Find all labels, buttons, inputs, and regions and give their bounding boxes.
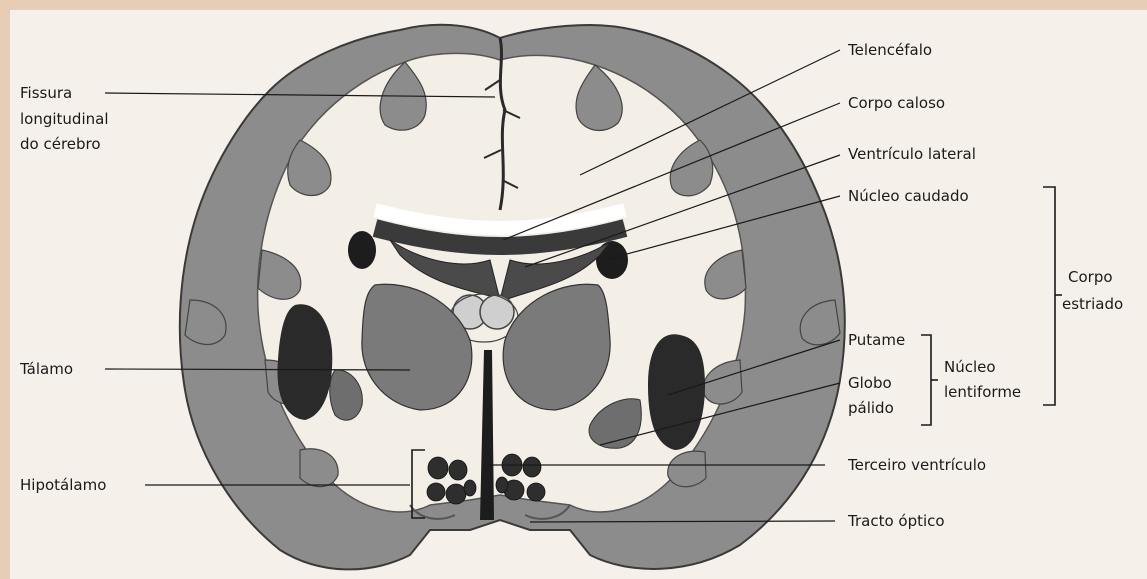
label-terceiro-ventriculo: Terceiro ventrículo — [847, 456, 986, 474]
label-telencefalo: Telencéfalo — [847, 41, 932, 59]
label-fissura-line-2: longitudinal — [20, 110, 108, 128]
label-tracto-optico: Tracto óptico — [847, 512, 945, 530]
diagram-canvas: Fissura longitudinal do cérebro Tálamo H… — [10, 10, 1147, 579]
label-ventriculo-lateral: Ventrículo lateral — [848, 145, 976, 163]
label-nucleo-caudado: Núcleo caudado — [848, 187, 969, 205]
label-corpo: Corpo — [1068, 268, 1113, 286]
label-fissura-line-3: do cérebro — [20, 135, 101, 153]
label-fissura-line-1: Fissura — [20, 84, 72, 102]
brain-illustration — [180, 25, 845, 570]
label-corpo-caloso: Corpo caloso — [848, 94, 945, 112]
label-hipotalamo: Hipotálamo — [20, 476, 106, 494]
label-talamo: Tálamo — [19, 360, 73, 378]
label-putame: Putame — [848, 331, 905, 349]
lateral-ventricle-left — [348, 231, 376, 269]
label-lentiforme: lentiforme — [944, 383, 1021, 401]
bracket-corpo-estriado — [1043, 187, 1055, 405]
bracket-nucleo-lentiforme — [921, 335, 931, 425]
label-palido: pálido — [848, 399, 894, 417]
fornix-right — [480, 295, 514, 329]
label-nucleo: Núcleo — [944, 358, 996, 376]
brain-coronal-section-diagram: Fissura longitudinal do cérebro Tálamo H… — [10, 10, 1147, 579]
label-estriado: estriado — [1062, 295, 1123, 313]
label-globo: Globo — [848, 374, 892, 392]
